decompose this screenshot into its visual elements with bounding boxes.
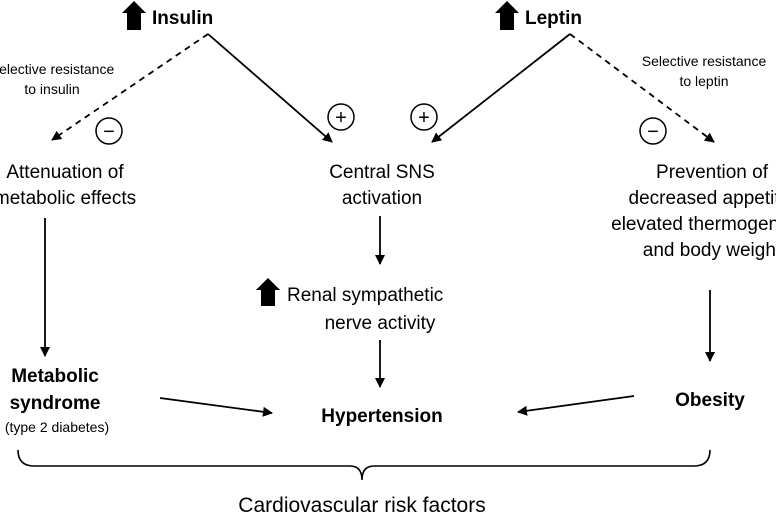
svg-text:+: + bbox=[335, 107, 347, 129]
leptin-label: Leptin bbox=[525, 8, 582, 29]
hypertension-node: Hypertension bbox=[321, 406, 442, 427]
obesity-node: Obesity bbox=[675, 390, 745, 411]
insulin-node: Insulin bbox=[122, 1, 213, 30]
prevention-line3: elevated thermogenesis bbox=[611, 214, 776, 235]
renal-line1: Renal sympathetic bbox=[287, 285, 443, 306]
metabolic-line2: syndrome bbox=[10, 393, 101, 414]
renal-line2: nerve activity bbox=[325, 313, 436, 334]
prevention-line4: and body weight bbox=[643, 240, 776, 261]
metabolic-line1: Metabolic bbox=[11, 366, 99, 387]
attenuation-node: Attenuation of metabolic effects bbox=[0, 162, 136, 209]
right-note-line1: Selective resistance bbox=[642, 53, 767, 69]
prevention-line1: Prevention of bbox=[656, 162, 769, 183]
insulin-label: Insulin bbox=[152, 8, 213, 29]
svg-text:−: − bbox=[647, 121, 659, 143]
left-note-line1: Selective resistance bbox=[0, 61, 114, 77]
insulin-to-sns-arrow bbox=[207, 33, 333, 143]
metabolic-line3: (type 2 diabetes) bbox=[5, 419, 109, 435]
svg-text:+: + bbox=[418, 107, 430, 129]
central-sns-line2: activation bbox=[342, 188, 422, 209]
right-note-line2: to leptin bbox=[679, 73, 728, 89]
metabolic-syndrome-node: Metabolic syndrome (type 2 diabetes) bbox=[5, 366, 109, 435]
leptin-node: Leptin bbox=[495, 1, 582, 30]
attenuation-line2: metabolic effects bbox=[0, 188, 136, 209]
minus-sign-right: − bbox=[639, 117, 667, 145]
obesity-to-hypertension-arrow bbox=[517, 395, 635, 416]
prevention-node: Prevention of decreased appetite, elevat… bbox=[611, 162, 776, 261]
attenuation-line1: Attenuation of bbox=[6, 162, 124, 183]
footer-label: Cardiovascular risk factors bbox=[238, 494, 485, 517]
up-arrow-icon bbox=[256, 278, 280, 306]
insulin-to-attenuation-arrow bbox=[51, 33, 209, 141]
leptin-to-sns-arrow bbox=[431, 33, 571, 143]
hypertension-label: Hypertension bbox=[321, 406, 442, 427]
svg-text:−: − bbox=[103, 121, 115, 143]
up-arrow-icon bbox=[122, 1, 146, 30]
risk-factors-brace bbox=[17, 449, 711, 481]
central-sns-line1: Central SNS bbox=[329, 162, 435, 183]
renal-node: Renal sympathetic nerve activity bbox=[256, 278, 443, 334]
central-sns-node: Central SNS activation bbox=[329, 162, 435, 209]
minus-sign-left: − bbox=[95, 117, 123, 145]
plus-sign-right: + bbox=[410, 103, 438, 131]
left-note-line2: to insulin bbox=[24, 81, 79, 97]
prevention-line2: decreased appetite, bbox=[629, 188, 776, 209]
leptin-to-prevention-arrow bbox=[569, 33, 715, 143]
plus-sign-left: + bbox=[327, 103, 355, 131]
obesity-label: Obesity bbox=[675, 390, 745, 411]
metabolic-to-hypertension-arrow bbox=[159, 397, 273, 417]
up-arrow-icon bbox=[495, 1, 519, 30]
